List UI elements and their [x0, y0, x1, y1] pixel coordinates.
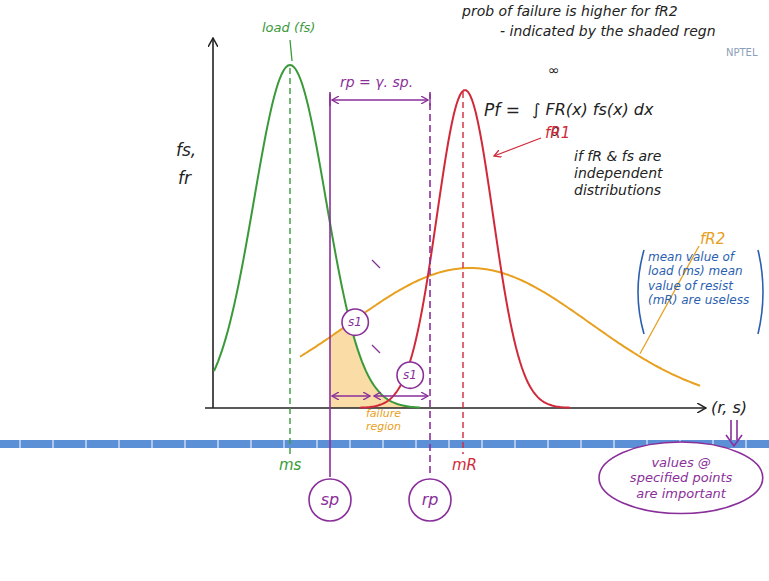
annotation: fs, [176, 140, 196, 160]
circled-label: sp [308, 478, 352, 522]
node-text: sp [321, 490, 340, 509]
annotation: failure region [366, 407, 424, 433]
annotation: - indicated by the shaded regn [500, 23, 716, 40]
annotation: Pf = [484, 100, 520, 120]
note-oval: values @ specified points are important [598, 441, 764, 514]
sp-line [329, 92, 331, 477]
annotation: ∫ FR(x) fs(x) dx [532, 100, 653, 119]
bracket-tick [329, 94, 330, 106]
annotation: NPTEL [726, 47, 758, 59]
annotation: rp = γ. sp. [340, 74, 413, 91]
rp-line [429, 92, 431, 477]
load-curve [214, 65, 420, 408]
annotation: prob of failure is higher for fR2 [462, 3, 678, 20]
node-text: s1 [403, 368, 417, 382]
annotation: mR [452, 456, 477, 474]
gap-arrow [374, 395, 428, 396]
annotation: fr [178, 168, 191, 188]
x-axis [205, 407, 706, 409]
circled-label: rp [408, 478, 452, 522]
tick-mark [372, 260, 380, 268]
node-text: rp [422, 490, 439, 509]
circled-label: s1 [341, 308, 369, 336]
annotation: fR2 [700, 230, 725, 248]
note-bracket [758, 250, 763, 334]
bracket-tick [429, 94, 430, 106]
rp-bracket [332, 99, 428, 100]
gap-arrow [332, 395, 370, 396]
toolbar-ticks [20, 440, 746, 448]
node-text: values @ specified points are important [622, 455, 740, 502]
note-bracket [638, 250, 644, 334]
annotation: mean value of load (ms) mean value of re… [648, 250, 756, 308]
annotation: fR1 [545, 124, 570, 142]
annotation: ms [279, 456, 301, 474]
annotation: if fR & fs are independent distributions [574, 148, 749, 198]
implies-arrow [726, 420, 742, 446]
mean-resistance-line [462, 92, 463, 454]
mean-load-line [289, 68, 290, 454]
resistance-curve-1 [360, 90, 570, 408]
leader-line [290, 40, 292, 61]
annotation: ∞ [548, 62, 560, 79]
annotation: (r, s) [711, 398, 747, 417]
circled-label: s1 [396, 361, 424, 389]
node-text: s1 [348, 315, 362, 329]
annotation: load (fs) [262, 20, 315, 36]
tick-mark [372, 345, 380, 353]
leader-line [494, 138, 541, 156]
failure-shading [330, 323, 430, 408]
y-axis [212, 38, 214, 408]
resistance-curve-2 [300, 268, 700, 386]
